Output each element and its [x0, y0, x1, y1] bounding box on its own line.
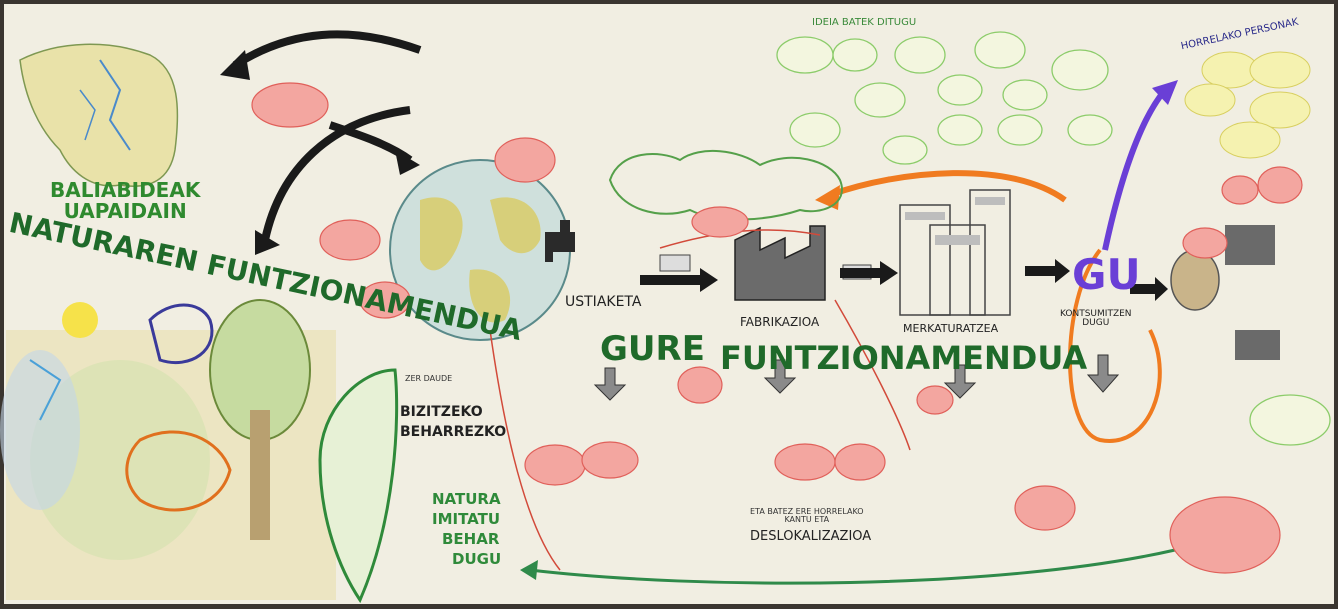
leaf-line4: NATURA [432, 490, 501, 508]
kontsumitzen-label: KONTSUMITZEN DUGU [1060, 309, 1132, 329]
trash-bag-icon [1170, 249, 1220, 311]
center-leaf-shape [318, 368, 399, 604]
green-bottom-arrow [529, 548, 1176, 585]
red-clouds [251, 82, 1303, 574]
flow-arrows [640, 259, 1168, 301]
down-arrows [593, 354, 1120, 401]
orange-return-arrow [828, 170, 1067, 203]
gure-title: GURE [600, 329, 705, 369]
merkaturatzea-label: MERKATURATZEA [903, 322, 999, 335]
black-arrowheads [220, 50, 420, 255]
ideia-label: IDEIA BATEK DITUGU [812, 17, 917, 28]
gu-label: GU [1072, 250, 1141, 299]
baliabideak-label: BALIABIDEAK UAPAIDAIN [50, 178, 201, 223]
yellow-clouds [1184, 51, 1311, 159]
purple-arrow [1102, 88, 1168, 251]
world-globe [389, 159, 571, 341]
leaf-line2: BIZITZEKO [400, 404, 483, 420]
faucet-icon [545, 220, 575, 262]
ustiaketa-label: USTIAKETA [565, 294, 642, 310]
deslokalizazioa-label: DESLOKALIZAZIOA [750, 529, 872, 544]
factory-icon [734, 225, 826, 301]
supermarket-buildings [899, 189, 1011, 316]
red-connector-lines [489, 229, 911, 571]
leaf-line7: DUGU [452, 550, 502, 568]
leaf-line1: ZER DAUDE [405, 374, 453, 383]
leaf-line5: IMITATU [432, 510, 501, 528]
orange-cycle [1068, 248, 1162, 443]
leaf-line3: BEHARREZKO [400, 424, 507, 440]
fabrikazioa-label: FABRIKAZIOA [740, 315, 820, 329]
leaf-line6: BEHAR [442, 530, 500, 548]
natura-map [19, 43, 179, 187]
green-cloud-top [608, 149, 843, 221]
purple-arrowhead [1152, 80, 1178, 105]
landfill-icon [1225, 225, 1280, 360]
funtzionamendua-title: FUNTZIONAMENDUA [720, 339, 1088, 377]
eta-label: ETA BATEZ ERE HORRELAKO KANTU ETA [750, 507, 864, 525]
green-arrowhead [520, 560, 538, 580]
green-clouds [776, 31, 1331, 446]
nature-tree-scene [0, 299, 336, 600]
